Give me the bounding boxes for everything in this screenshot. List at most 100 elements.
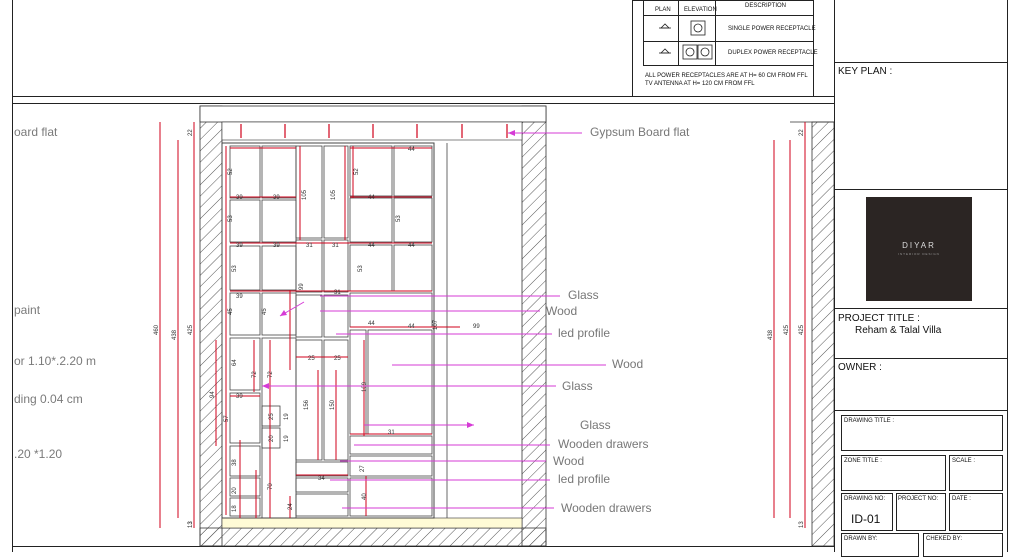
dim-right-b: 425: [784, 324, 790, 335]
drawing-title-label: DRAWING TITLE :: [844, 418, 895, 424]
dim-right-c: 425: [799, 324, 805, 335]
callout-glass-2: Glass: [562, 379, 593, 393]
dim-shelf: 57: [224, 415, 230, 422]
dim-shelf: 39: [236, 294, 243, 300]
elevation-drawing: 460 438 425 22 13 438 425 425 22 13 52 3…: [154, 105, 834, 547]
zone-title-label: ZONE TITLE :: [844, 458, 882, 464]
dim-shelf: 34: [318, 476, 325, 482]
checked-by-label: CHEKED BY:: [926, 536, 963, 542]
callout-wood-3: Wood: [553, 454, 585, 468]
dim-shelf: 156: [304, 399, 310, 410]
dim-shelf: 53: [396, 215, 402, 222]
legend-symbols: [659, 20, 713, 60]
dim-shelf: 18: [232, 505, 238, 512]
dim-left-inner: 425: [188, 324, 194, 335]
dim-bottom-base: 13: [188, 521, 194, 528]
cabinet-outline: [221, 142, 435, 519]
dim-shelf: 53: [232, 265, 238, 272]
drawing-no-label: DRAWING NO:: [844, 496, 886, 502]
project-title-value: Reham & Talal Villa: [855, 325, 942, 336]
dim-shelf: 40: [362, 493, 368, 500]
title-block: KEY PLAN : DIYAR INTERIOR DESIGN PROJECT…: [834, 0, 1008, 557]
legend-description-header: DESCRIPTION: [745, 3, 787, 9]
dim-right-top: 22: [799, 129, 805, 136]
callout-wooden-drawers-2: Wooden drawers: [561, 501, 652, 515]
dim-shelf: 64: [232, 359, 238, 366]
legend-plan-header: PLAN: [655, 7, 671, 13]
dim-shelf: 25: [334, 356, 341, 362]
dim-shelf: 39: [273, 243, 280, 249]
dim-shelf: 52: [228, 168, 234, 175]
drawing-no-box: [841, 493, 893, 531]
dim-shelf: 94: [210, 391, 216, 398]
dim-shelf: 44: [368, 243, 375, 249]
legend-single-receptacle: SINGLE POWER RECEPTACLE: [728, 26, 816, 32]
dim-left-mid: 438: [172, 329, 178, 340]
owner-label: OWNER :: [838, 362, 882, 373]
dim-shelf: 31: [334, 290, 341, 296]
legend-note-2: TV ANTENNA AT H= 120 CM FROM FFL: [645, 81, 755, 87]
dim-top-ceiling: 22: [188, 129, 194, 136]
dim-shelf: 19: [284, 435, 290, 442]
dim-shelf: 31: [332, 243, 339, 249]
dim-shelf: 52: [354, 168, 360, 175]
callout-led-profile-2: led profile: [558, 472, 611, 486]
dim-shelf: 44: [408, 147, 415, 153]
legend-duplex-receptacle: DUPLEX POWER RECEPTACLE: [728, 50, 818, 56]
dim-shelf: 27: [360, 465, 366, 472]
dim-shelf: 25: [308, 356, 315, 362]
dim-shelf: 31: [306, 243, 313, 249]
dim-shelf: 105: [331, 189, 337, 200]
scale-box: [949, 455, 1003, 491]
left-note-window-size: .20 *1.20: [14, 447, 63, 461]
dim-shelf: 44: [408, 243, 415, 249]
dim-right-a: 438: [768, 329, 774, 340]
callout-glass-1: Glass: [568, 288, 599, 302]
left-wall-hatch: [199, 105, 223, 547]
logo-subtext: INTERIOR DESIGN: [898, 252, 940, 256]
dim-shelf: 44: [368, 195, 375, 201]
drawing-no-value: ID-01: [851, 512, 881, 526]
callout-wood-1: Wood: [546, 304, 578, 318]
floor-slab: [199, 527, 547, 547]
dim-shelf: 13: [188, 521, 194, 528]
legend-note-1: ALL POWER RECEPTACLES ARE AT H= 60 CM FR…: [645, 73, 808, 79]
dim-shelf: 20: [269, 435, 275, 442]
drawn-by-label: DRAWN BY:: [844, 536, 878, 542]
dim-shelf: 39: [236, 394, 243, 400]
dim-shelf: 44: [408, 324, 415, 330]
frame-top-line: [12, 96, 834, 97]
right-section-wall: [811, 121, 834, 547]
dim-shelf: 70: [268, 483, 274, 490]
legend-elevation-header: ELEVATION: [684, 7, 717, 13]
dim-shelf: 19: [284, 413, 290, 420]
date-label: DATE :: [952, 496, 971, 502]
dim-shelf: 38: [232, 459, 238, 466]
dim-shelf: 45: [228, 308, 234, 315]
dim-shelf: 72: [252, 371, 258, 378]
dim-shelf: 99: [473, 324, 480, 330]
dim-shelf: 53: [228, 215, 234, 222]
frame-top-line-2: [12, 103, 834, 104]
dim-shelf: 53: [358, 265, 364, 272]
dim-left-outer: 460: [154, 324, 160, 335]
dim-shelf: 150: [330, 399, 336, 410]
dim-shelf: 44: [368, 321, 375, 327]
legend-table: PLAN ELEVATION DESCRIPTION SINGLE POWER …: [632, 0, 818, 97]
frame-left-line: [12, 0, 13, 552]
dim-shelf: 24: [288, 503, 294, 510]
key-plan-label: KEY PLAN :: [838, 66, 893, 77]
callout-glass-3: Glass: [580, 418, 611, 432]
left-note-door-size: or 1.10*.2.20 m: [14, 354, 97, 368]
ceiling-slab: [199, 105, 547, 123]
zone-title-box: [841, 455, 946, 491]
date-box: [949, 493, 1003, 531]
dim-shelf: 39: [236, 243, 243, 249]
dim-shelf: 39: [273, 195, 280, 201]
dim-shelf: 31: [388, 430, 395, 436]
dim-shelf: 39: [236, 195, 243, 201]
dim-shelf: 72: [268, 371, 274, 378]
frame-bottom-line: [12, 546, 834, 547]
dim-shelf: 25: [269, 413, 275, 420]
company-logo: DIYAR INTERIOR DESIGN: [866, 197, 972, 301]
